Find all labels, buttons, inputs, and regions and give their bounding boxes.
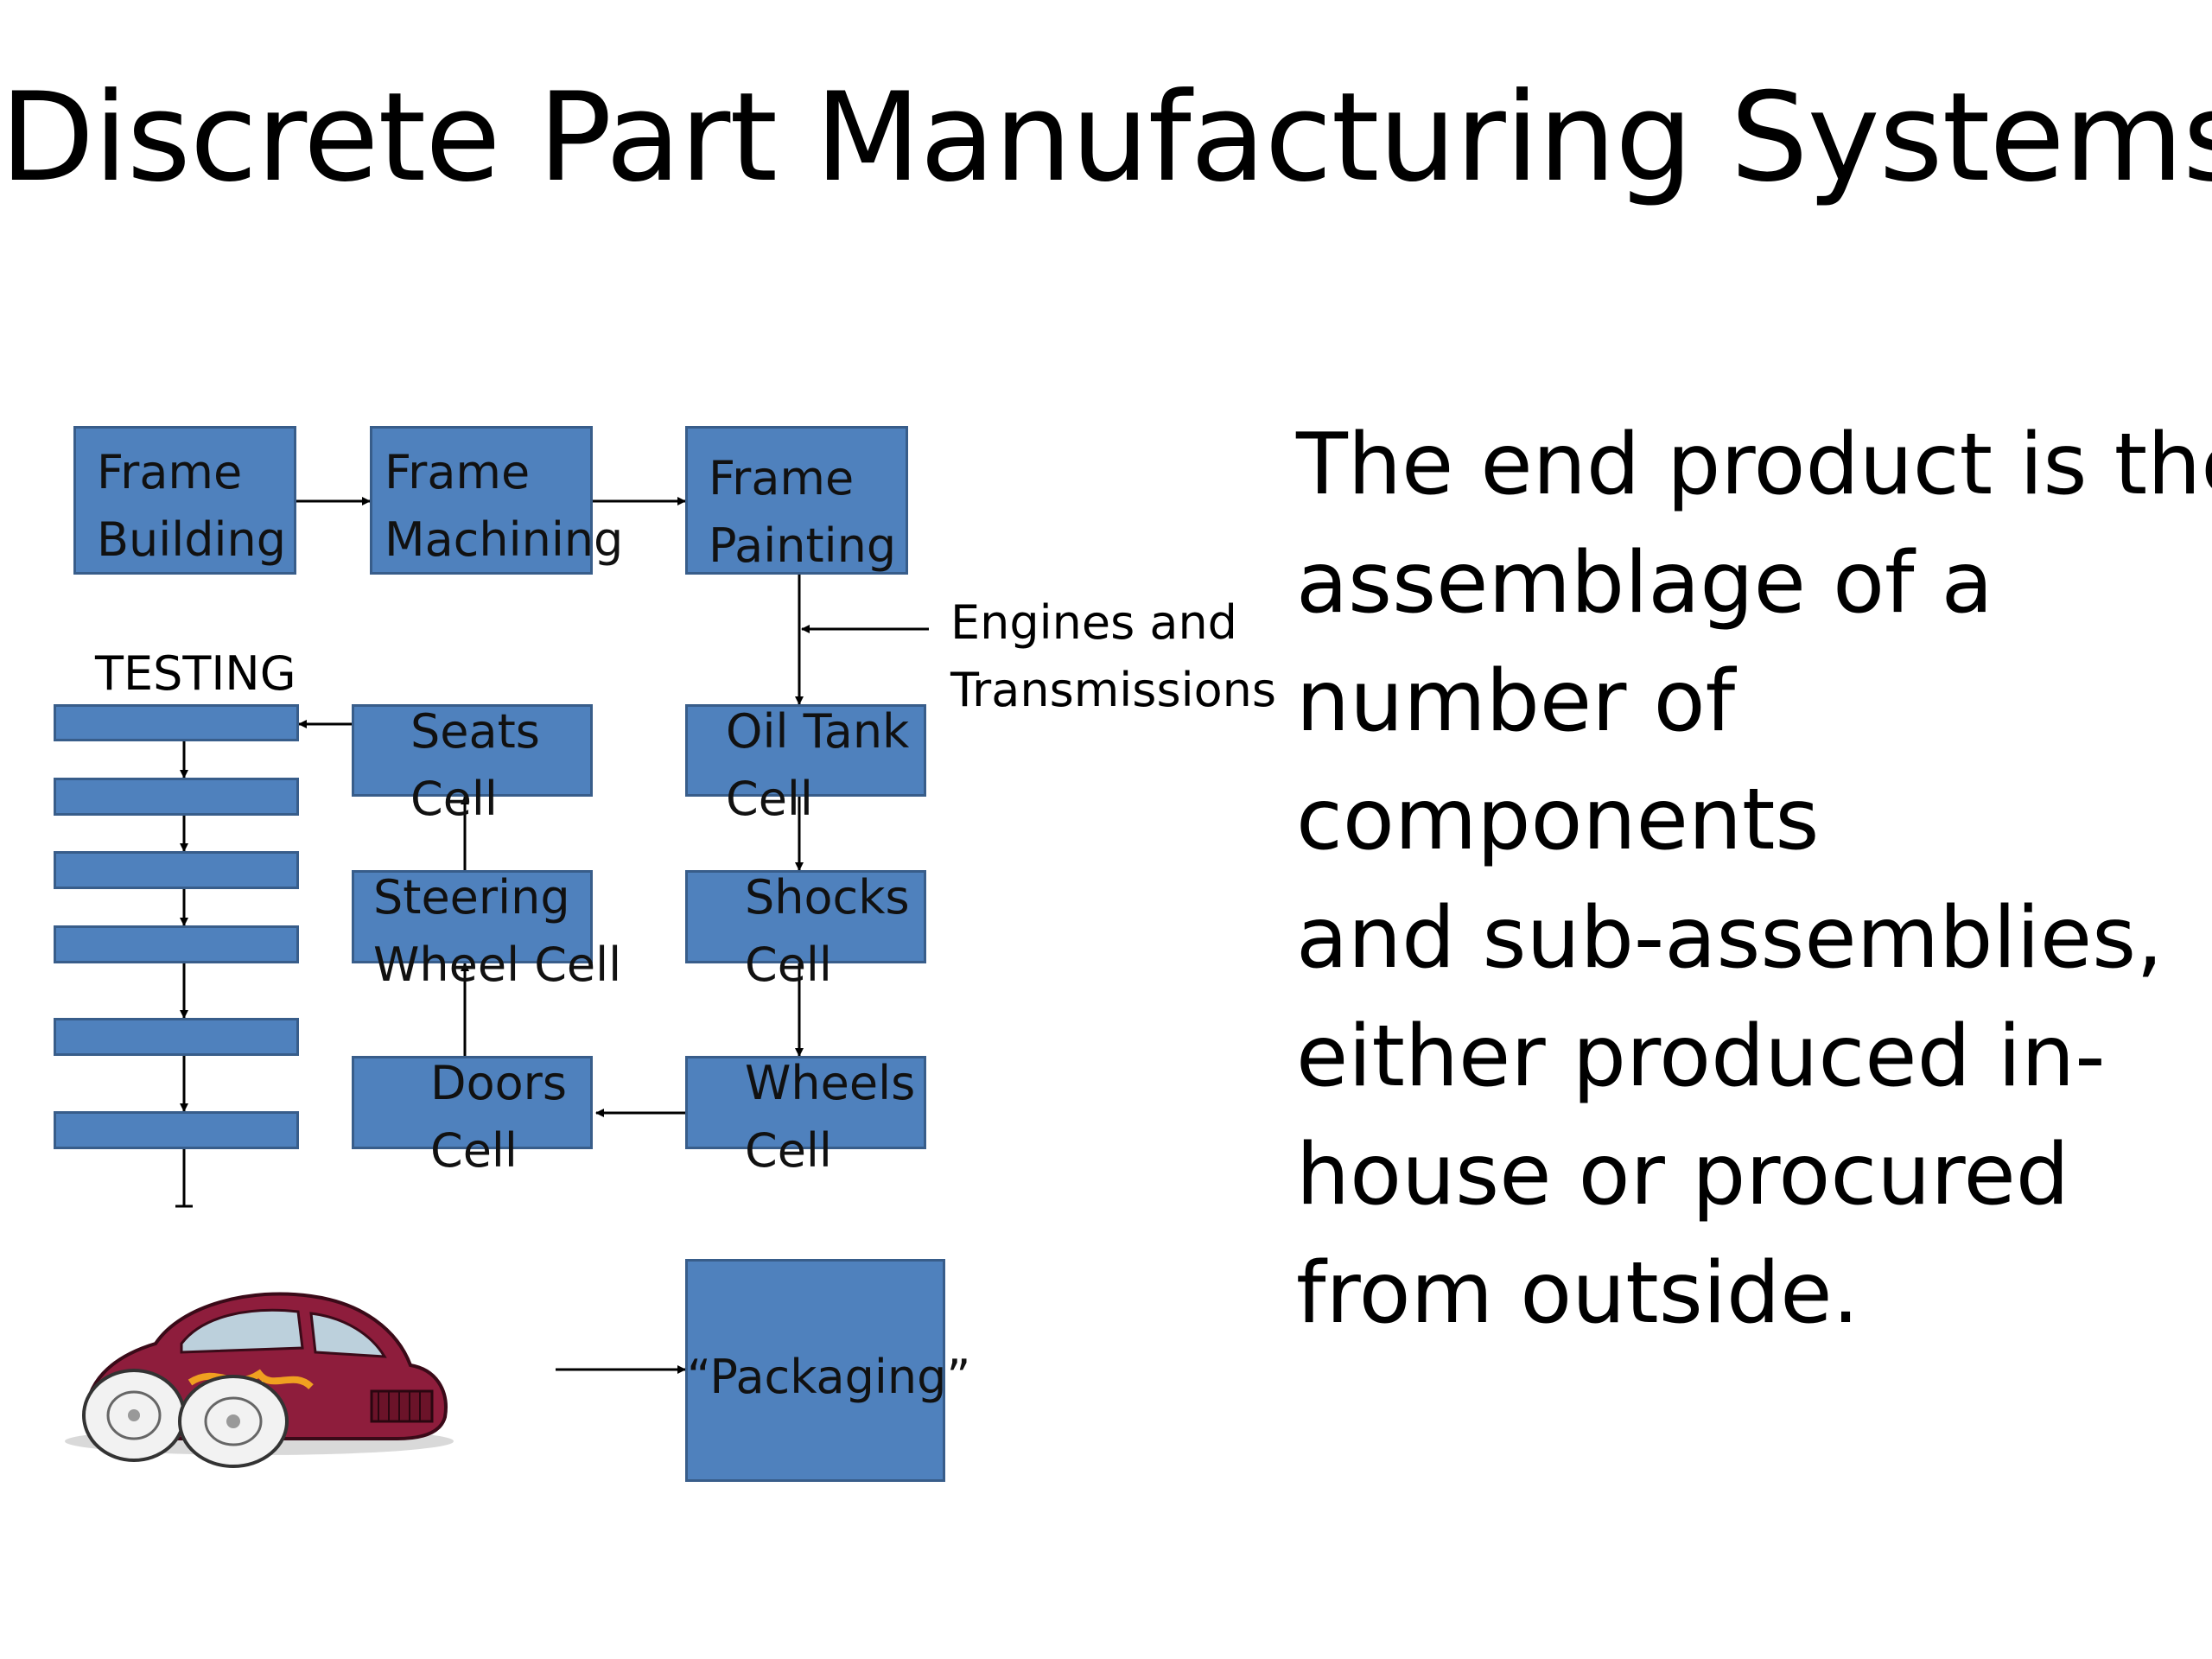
body-line: components [1296,771,1820,869]
doors-cell-box [352,1056,593,1149]
body-line: The end product is the [1296,416,2212,514]
shocks-cell-box [685,870,926,963]
car-illustration [65,1292,454,1468]
body-line: and sub-assemblies, [1296,889,2164,988]
body-line: either produced in- [1296,1007,2106,1106]
testing-station [54,851,299,889]
slide-title: Discrete Part Manufacturing Systems [0,67,2212,209]
body-text: The end product is the assemblage of a n… [1296,406,2212,1353]
body-line: number of [1296,652,1736,751]
testing-station [54,925,299,963]
testing-station [54,778,299,816]
packaging-label: “Packaging” [687,1350,971,1404]
steering-wheel-cell-box [352,870,593,963]
frame-painting-box [685,426,908,575]
packaging-box [685,1259,945,1482]
testing-station [54,704,299,741]
wheels-cell-box [685,1056,926,1149]
testing-station [54,1111,299,1149]
body-line: from outside. [1296,1244,1859,1343]
seats-cell-box [352,704,593,797]
frame-machining-box [370,426,593,575]
body-line: house or procured [1296,1126,2070,1224]
frame-building-box [73,426,296,575]
testing-station [54,1018,299,1056]
testing-label: TESTING [95,646,296,701]
body-line: assemblage of a [1296,534,1993,632]
oil-tank-cell-box [685,704,926,797]
